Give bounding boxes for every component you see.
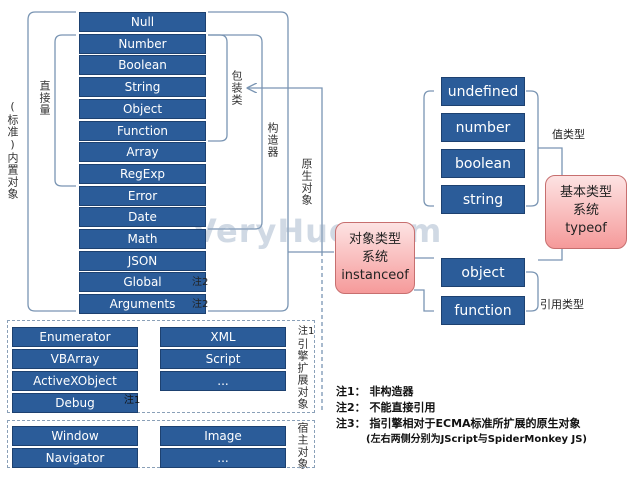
marker-xml: 注1 <box>298 326 315 337</box>
marker-debug: 注1 <box>124 395 141 406</box>
reference-type-function: function <box>441 296 525 325</box>
engine-item-activexobject: ActiveXObject <box>12 371 138 391</box>
label-wrapper-class: 包装类 <box>230 70 243 106</box>
engine-item-script: Script <box>160 349 286 369</box>
builtin-item-json: JSON <box>79 250 206 271</box>
engine-item-debug: Debug <box>12 393 138 413</box>
label-direct-quantity: 直接量 <box>38 80 51 116</box>
object-type-system-line3: instanceof <box>341 268 409 283</box>
basic-type-system-line3: typeof <box>565 221 607 236</box>
basic-type-system-line1: 基本类型 <box>559 185 612 200</box>
value-type-undefined: undefined <box>441 77 525 106</box>
object-type-system: 对象类型 系统 instanceof <box>335 222 415 294</box>
note-2: 注2： 不能直接引用 <box>336 401 436 414</box>
host-item-navigator: Navigator <box>12 448 138 468</box>
label-host-object: 宿主对象 <box>296 422 309 470</box>
engine-item-vbarray: VBArray <box>12 349 138 369</box>
label-constructor: 构造器 <box>266 122 279 158</box>
value-type-number: number <box>441 113 525 142</box>
note-1: 注1： 非构造器 <box>336 385 414 398</box>
reference-type-object: object <box>441 258 525 287</box>
builtin-item-error: Error <box>79 185 206 206</box>
label-value-type: 值类型 <box>552 128 585 141</box>
builtin-item-string: String <box>79 77 206 98</box>
builtin-item-number: Number <box>79 33 206 54</box>
builtin-item-global: Global <box>79 272 206 293</box>
object-type-system-line1: 对象类型 <box>348 232 401 247</box>
builtin-item-regexp: RegExp <box>79 163 206 184</box>
object-type-system-line2: 系统 <box>361 250 388 265</box>
engine-item-ellipsis: ... <box>160 371 286 391</box>
builtin-item-math: Math <box>79 229 206 249</box>
label-native-object: 原生对象 <box>300 158 313 206</box>
label-reference-type: 引用类型 <box>540 298 584 311</box>
marker-global: 注2 <box>192 277 209 288</box>
value-type-string: string <box>441 185 525 214</box>
host-item-image: Image <box>160 426 286 446</box>
value-type-boolean: boolean <box>441 149 525 178</box>
label-standard-builtin: (标准)内置对象 <box>6 100 19 200</box>
basic-type-system: 基本类型 系统 typeof <box>545 175 627 249</box>
builtin-item-object: Object <box>79 98 206 119</box>
builtin-item-function: Function <box>79 120 206 141</box>
builtin-item-array: Array <box>79 142 206 163</box>
footnotes: 注1： 非构造器 注2： 不能直接引用 注3： 指引擎相对于ECMA标准所扩展的… <box>336 384 587 448</box>
note-3: 注3： 指引擎相对于ECMA标准所扩展的原生对象 <box>336 417 581 430</box>
builtin-item-null: Null <box>79 12 206 32</box>
host-item-ellipsis: ... <box>160 448 286 468</box>
builtin-item-arguments: Arguments <box>79 294 206 315</box>
marker-arguments: 注2 <box>192 299 209 310</box>
note-3-detail: (左右两侧分别为JScript与SpiderMonkey JS) <box>366 434 587 445</box>
builtin-item-date: Date <box>79 207 206 228</box>
label-engine-extension: 引擎扩展对象 <box>296 338 309 410</box>
engine-extension-group <box>7 320 315 413</box>
builtin-item-boolean: Boolean <box>79 55 206 76</box>
host-item-window: Window <box>12 426 138 446</box>
engine-item-xml: XML <box>160 327 286 347</box>
engine-item-enumerator: Enumerator <box>12 327 138 347</box>
basic-type-system-line2: 系统 <box>572 203 599 218</box>
